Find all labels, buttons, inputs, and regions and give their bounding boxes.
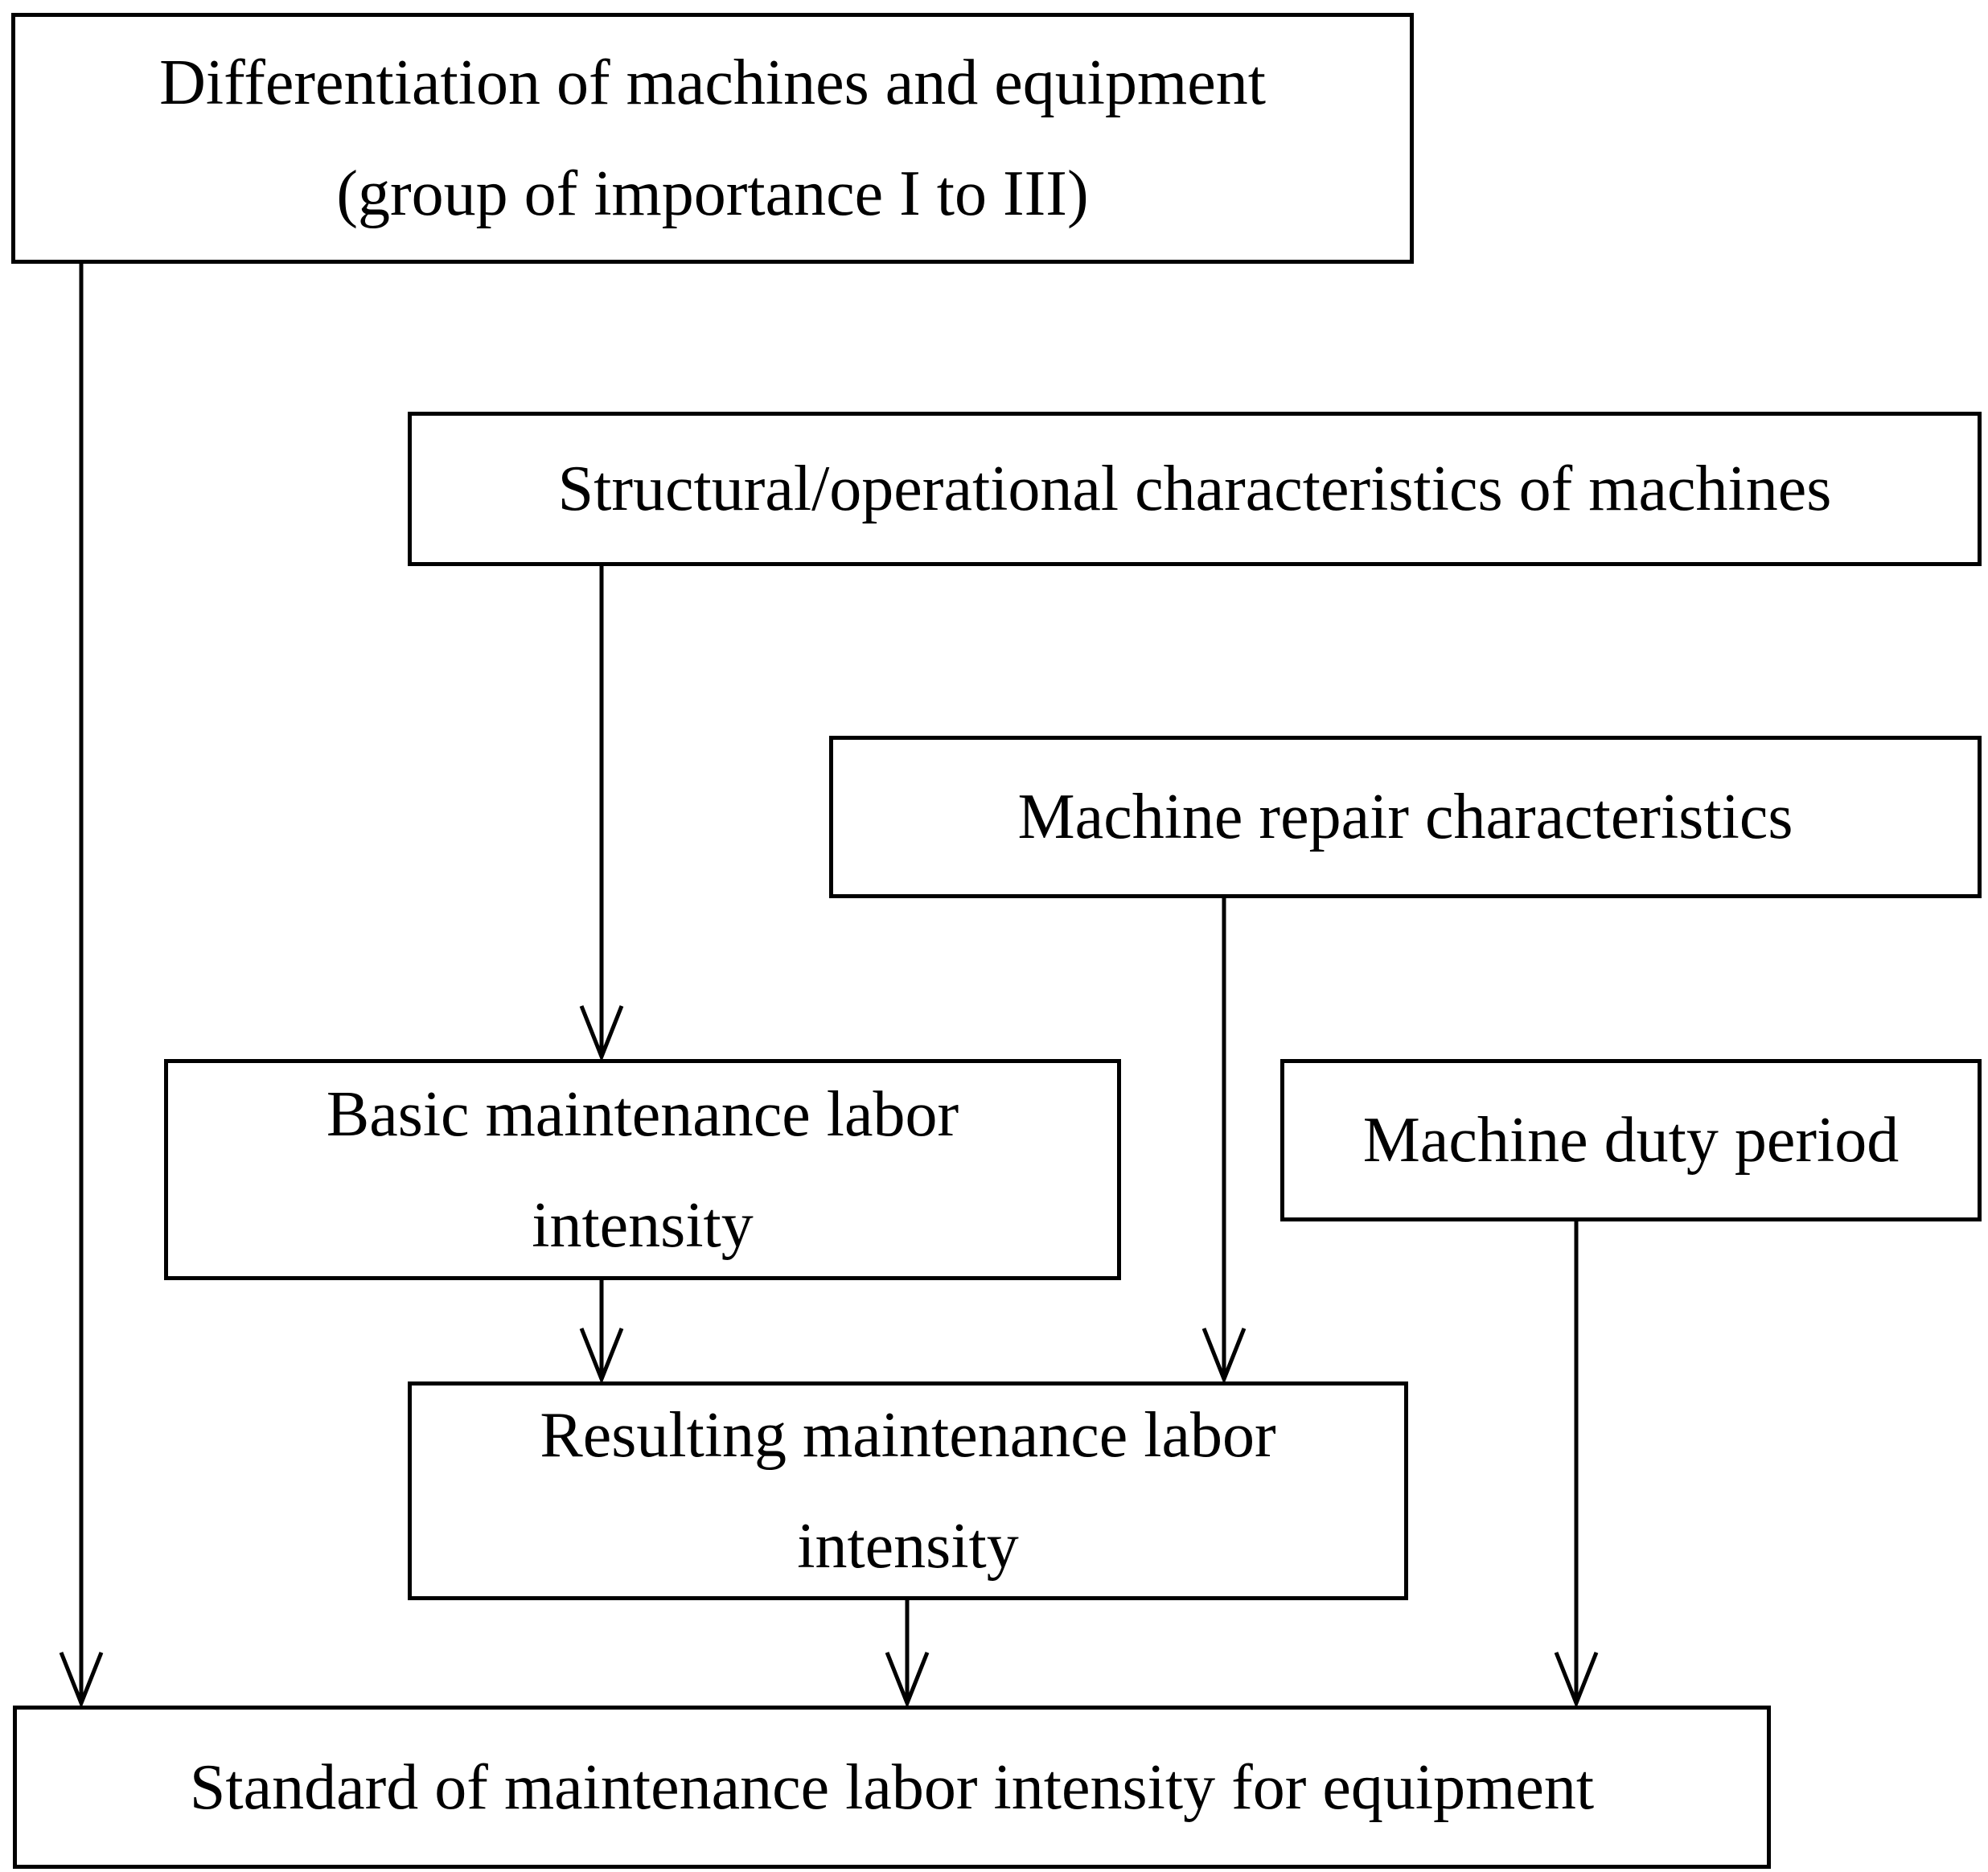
arrow-repair-to-resulting xyxy=(1201,898,1247,1385)
arrow-differentiation-to-standard xyxy=(59,264,104,1709)
node-basic-line1: Basic maintenance labor xyxy=(326,1078,959,1150)
node-resulting-line1: Resulting maintenance labor xyxy=(540,1400,1276,1471)
node-basic-line2: intensity xyxy=(532,1189,754,1261)
arrow-duty-to-standard xyxy=(1554,1221,1599,1709)
node-repair: Machine repair characteristics xyxy=(829,736,1982,898)
node-structural-text: Structural/operational characteristics o… xyxy=(557,454,1832,524)
arrow-structural-to-basic xyxy=(579,566,624,1062)
node-structural: Structural/operational characteristics o… xyxy=(408,412,1982,566)
node-duty-text: Machine duty period xyxy=(1362,1105,1900,1176)
node-differentiation-line2: (group of importance I to III) xyxy=(336,158,1089,229)
arrow-resulting-to-standard xyxy=(885,1600,930,1709)
node-repair-text: Machine repair characteristics xyxy=(1017,782,1793,852)
node-duty: Machine duty period xyxy=(1280,1059,1982,1221)
node-resulting-line2: intensity xyxy=(797,1511,1019,1582)
node-resulting: Resulting maintenance labor intensity xyxy=(408,1381,1408,1600)
arrow-basic-to-resulting xyxy=(579,1280,624,1385)
node-differentiation-line1: Differentiation of machines and equipmen… xyxy=(159,47,1266,118)
node-standard-text: Standard of maintenance labor intensity … xyxy=(189,1751,1595,1823)
node-basic: Basic maintenance labor intensity xyxy=(164,1059,1121,1280)
node-differentiation: Differentiation of machines and equipmen… xyxy=(11,13,1414,264)
node-standard: Standard of maintenance labor intensity … xyxy=(13,1706,1771,1869)
